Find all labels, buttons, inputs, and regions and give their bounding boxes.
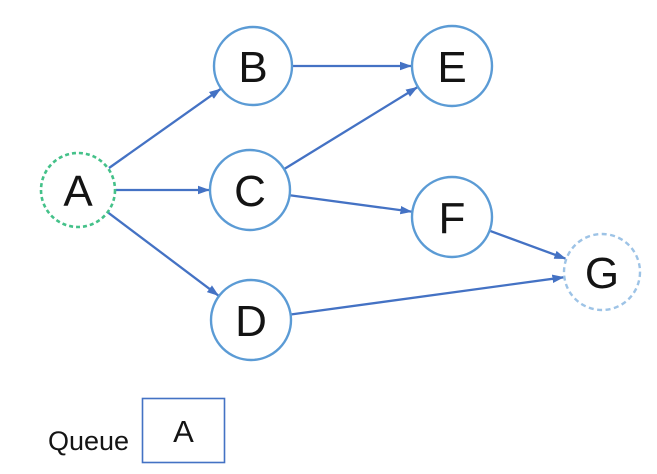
node-D: D [209, 278, 293, 362]
node-F: F [410, 175, 494, 259]
node-circle-A [39, 151, 117, 229]
node-circle-E [410, 24, 494, 108]
node-B: B [212, 25, 294, 107]
queue-label: Queue [48, 426, 129, 456]
edge-D-G [291, 274, 565, 316]
edge-A-B [108, 88, 222, 169]
queue-section: Queue A [48, 397, 226, 464]
node-C: C [208, 148, 292, 232]
node-label-D: D [235, 297, 267, 346]
node-circle-B [212, 25, 294, 107]
node-circle-G [562, 232, 642, 312]
nodes-layer: A B C D E F G [39, 24, 642, 362]
node-label-G: G [585, 249, 619, 298]
queue-slot-box [141, 397, 226, 464]
edge-C-E [284, 86, 418, 170]
edge-C-F [290, 194, 413, 215]
edges-layer [107, 61, 567, 316]
node-label-C: C [234, 167, 266, 216]
node-label-E: E [437, 43, 466, 92]
edge-F-G [490, 230, 567, 260]
node-A: A [39, 151, 117, 229]
node-label-A: A [63, 167, 93, 216]
edge-A-D [107, 211, 219, 297]
node-circle-C [208, 148, 292, 232]
node-circle-F [410, 175, 494, 259]
node-circle-D [209, 278, 293, 362]
node-E: E [410, 24, 494, 108]
node-G: G [562, 232, 642, 312]
node-label-B: B [238, 43, 267, 92]
node-label-F: F [439, 194, 466, 243]
queue-item-letter: A [173, 414, 194, 449]
